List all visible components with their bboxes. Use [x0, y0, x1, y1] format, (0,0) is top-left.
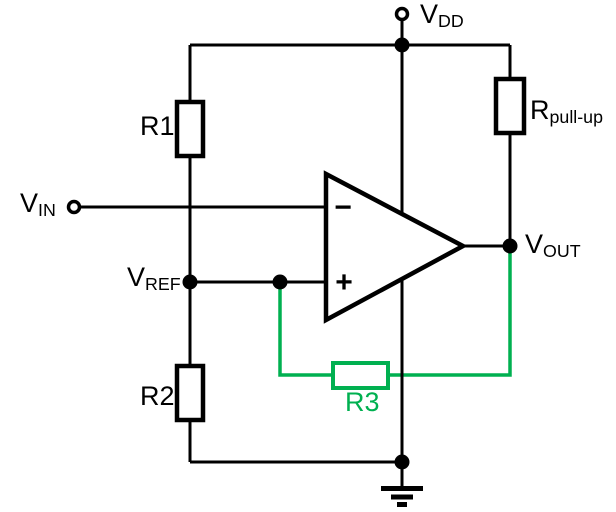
junction-ground [394, 454, 410, 470]
label-vin: VIN [20, 188, 56, 220]
resistor-r2-body [174, 363, 206, 423]
label-r1: R1 [140, 111, 175, 141]
junction-plus-input [272, 274, 288, 290]
label-rpullup: Rpull-up [530, 95, 603, 127]
junction-vref [182, 274, 198, 290]
comparator-symbol [323, 170, 468, 324]
terminal-vdd-icon [394, 6, 410, 22]
inverting-input-sign: − [334, 191, 352, 224]
label-vout: VOUT [525, 229, 581, 261]
junction-vout [502, 238, 518, 254]
terminal-vin-icon [66, 199, 82, 215]
feedback-wire-left [278, 282, 333, 377]
noninverting-input-sign: + [335, 266, 353, 299]
resistor-r1-body [174, 99, 206, 159]
resistor-rpullup-body [493, 76, 527, 136]
resistor-r3-body [331, 361, 390, 390]
junction-dots [182, 37, 518, 470]
label-r2: R2 [140, 381, 175, 411]
junction-vdd-rail [394, 37, 410, 53]
label-vdd: VDD [420, 0, 464, 31]
feedback-wire-right [388, 246, 512, 377]
label-r3: R3 [345, 387, 380, 417]
label-vref: VREF [127, 262, 181, 294]
feedback-net [278, 246, 512, 377]
